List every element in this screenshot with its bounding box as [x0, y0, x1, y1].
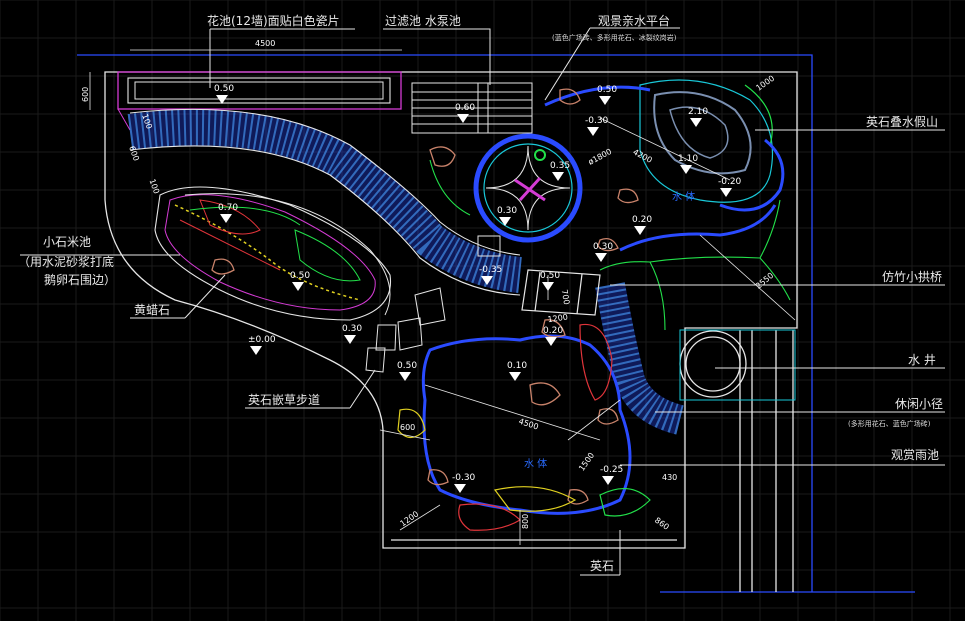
water-well: [679, 329, 796, 401]
elev-text: 0.10: [507, 361, 527, 371]
elev-text: 0.50: [597, 85, 617, 95]
water-body: [421, 85, 785, 515]
dim-text: 600: [81, 87, 90, 102]
dim-text: 860: [653, 516, 671, 532]
elev-text: -0.30: [585, 116, 609, 126]
bridge: [521, 269, 601, 316]
elevation-marker: [634, 226, 646, 235]
pebble-pool: [154, 186, 392, 321]
elevation-marker: [690, 118, 702, 127]
elev-text: 0.30: [593, 242, 613, 252]
water-label: 水 体: [524, 458, 547, 470]
dim-text: 1200: [399, 509, 421, 528]
dim-text: 600: [400, 423, 415, 432]
elevation-marker: [454, 484, 466, 493]
elevation-marker: [499, 217, 511, 226]
water-labels: 水 体 水 体: [524, 191, 695, 470]
dim-text: 100: [147, 178, 161, 195]
callout-flower-pool: 花池(12墙)面贴白色瓷片: [207, 13, 340, 28]
viewing-platform: [473, 133, 583, 243]
dim-text: 700: [560, 289, 572, 306]
elevation-markers: [216, 95, 732, 493]
dim-text: 430: [662, 473, 677, 482]
site-boundary: [77, 54, 915, 593]
elev-text: 0.70: [218, 203, 238, 213]
elevation-marker: [250, 346, 262, 355]
callout-rain-garden: 观赏雨池: [891, 448, 939, 462]
callout-ying-stone: 英石: [590, 559, 614, 573]
elevation-texts: 0.50 0.60 0.50 -0.30 2.10 1.10 -0.20 0.3…: [214, 84, 742, 483]
planting-beds: [397, 323, 651, 531]
elevation-marker: [680, 165, 692, 174]
elev-text: 0.30: [497, 206, 517, 216]
callouts: 花池(12墙)面贴白色瓷片 过滤池 水泵池 观景亲水平台 (蓝色广场砖、多形用花…: [18, 13, 943, 573]
elevation-marker: [344, 335, 356, 344]
elev-text: -0.25: [600, 465, 623, 475]
flower-pool: [117, 71, 402, 131]
elevation-marker: [552, 172, 564, 181]
leader-lines: [20, 27, 945, 576]
elevation-marker: [587, 127, 599, 136]
callout-viewing-platform: 观景亲水平台: [598, 13, 670, 28]
elev-text: 0.50: [290, 271, 310, 281]
elev-text: -0.30: [452, 473, 476, 483]
dim-text: 4500: [517, 417, 539, 432]
elev-text: -0.35: [479, 265, 502, 275]
elevation-marker: [457, 114, 469, 123]
elev-text: 2.10: [688, 107, 708, 117]
dim-text: 4500: [255, 39, 275, 48]
dim-text: 1200: [547, 313, 568, 325]
stepping-stones: [365, 235, 501, 373]
callout-leisure-path: 休闲小径: [895, 397, 943, 411]
callout-wax-stone: 黄蜡石: [134, 303, 170, 317]
elevation-marker: [542, 282, 554, 291]
dim-text: ø1800: [587, 147, 614, 167]
elevation-marker: [545, 337, 557, 346]
callout-pebble-pool-2: （用水泥砂浆打底: [18, 254, 114, 269]
elev-text: 0.20: [543, 326, 563, 336]
filter-pump-pool: [411, 82, 533, 134]
site-outline: [104, 71, 798, 592]
dim-text: 800: [521, 514, 530, 529]
elevation-marker: [216, 95, 228, 104]
elev-text: 0.50: [214, 84, 234, 94]
rockery: [639, 79, 773, 203]
water-label: 水 体: [672, 191, 695, 203]
elev-text: 0.20: [632, 215, 652, 225]
callout-well: 水 井: [908, 353, 936, 367]
dim-text: 1000: [754, 74, 776, 93]
dim-text: 4200: [631, 147, 653, 165]
elevation-marker: [399, 372, 411, 381]
elevation-marker: [720, 188, 732, 197]
green-contours: [429, 159, 791, 331]
elev-text: ±0.00: [248, 335, 276, 345]
dim-text: 1500: [577, 451, 596, 473]
elevation-marker: [481, 276, 493, 285]
elevation-marker: [292, 282, 304, 291]
callout-bridge: 仿竹小拱桥: [882, 270, 942, 284]
elev-text: 0.50: [540, 271, 560, 281]
elev-text: 1.10: [678, 154, 698, 164]
callout-rockery: 英石叠水假山: [866, 115, 938, 129]
callout-viewing-platform-note: (蓝色广场砖、多形用花石、冰裂纹岗岩): [552, 33, 677, 42]
callout-leisure-path-note: (多形用花石、蓝色广场砖): [848, 419, 931, 428]
elev-text: 0.30: [342, 324, 362, 334]
elev-text: 0.35: [550, 161, 570, 171]
callout-stepping-path: 英石嵌草步道: [248, 393, 320, 407]
elev-text: -0.20: [718, 177, 742, 187]
elevation-marker: [509, 372, 521, 381]
elev-text: 0.50: [397, 361, 417, 371]
elevation-marker: [602, 476, 614, 485]
elevation-marker: [599, 96, 611, 105]
dim-text: 2550: [754, 271, 775, 291]
callout-filter-pump: 过滤池 水泵池: [385, 14, 461, 28]
elevation-marker: [220, 214, 232, 223]
callout-pebble-pool-3: 鹅卵石围边）: [44, 273, 116, 287]
elevation-marker: [595, 253, 607, 262]
elev-text: 0.60: [455, 103, 475, 113]
callout-pebble-pool-1: 小石米池: [43, 235, 91, 249]
